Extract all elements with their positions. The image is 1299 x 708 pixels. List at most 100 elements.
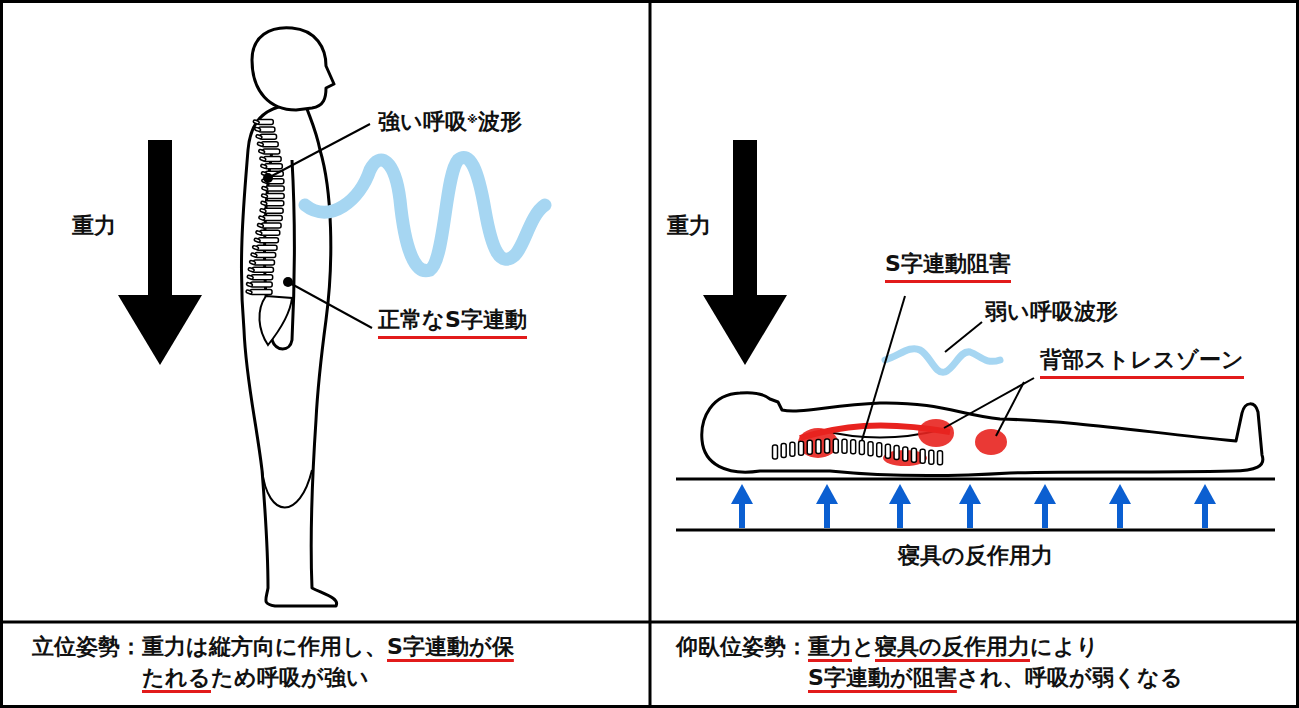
force-label: 重力 xyxy=(72,212,116,241)
vertebra xyxy=(257,223,264,228)
vertebra xyxy=(911,448,916,462)
text-run: S字連動が保 xyxy=(387,634,514,659)
sacrum xyxy=(259,296,292,345)
text-run: 仰臥位姿勢： xyxy=(676,634,808,659)
vertebra xyxy=(260,164,267,169)
vertebra xyxy=(257,245,277,250)
callout-label: 強い呼吸※波形 xyxy=(378,108,522,137)
vertebra xyxy=(254,238,261,243)
text-run: 重力 xyxy=(808,634,852,659)
text-run: 立位姿勢：重力は縦方向に作用し、 xyxy=(32,634,387,659)
arrow-head xyxy=(1194,484,1216,504)
vertebra xyxy=(255,253,276,258)
vertebra xyxy=(263,216,282,221)
vertebra xyxy=(258,216,265,221)
text-run: 波形 xyxy=(478,109,522,134)
arrow-head xyxy=(1109,484,1131,504)
reaction-arrows xyxy=(731,484,1216,528)
text-run: ため呼吸が強い xyxy=(211,665,369,690)
vertebra xyxy=(261,201,268,206)
arrow-head xyxy=(731,484,753,504)
arrow-shaft xyxy=(824,502,830,528)
vertebra xyxy=(254,127,261,132)
vertebra xyxy=(920,449,925,463)
vertebra xyxy=(247,275,254,280)
leader-dot xyxy=(263,173,273,183)
vertebra xyxy=(248,267,255,272)
text-run: され、呼吸が弱くなる xyxy=(957,665,1183,690)
spine xyxy=(773,439,943,465)
text-run: と xyxy=(852,634,875,659)
text-run: ※ xyxy=(467,113,478,126)
vertebra xyxy=(261,193,268,198)
vertebra xyxy=(256,134,263,139)
arrow-head xyxy=(1034,484,1056,504)
arrow-shaft xyxy=(967,502,973,528)
vertebra xyxy=(261,186,268,191)
vertebra xyxy=(257,142,264,147)
gravity-arrow xyxy=(118,140,202,365)
arrow-shaft xyxy=(897,502,903,528)
text-run: 強い呼吸 xyxy=(378,109,467,134)
force-label: 寝具の反作用力 xyxy=(898,542,1053,571)
vertebra xyxy=(799,441,804,455)
vertebra xyxy=(807,440,812,454)
vertebra xyxy=(252,245,259,250)
bedding xyxy=(676,479,1275,530)
vertebra xyxy=(251,275,272,280)
vertebra xyxy=(790,442,795,456)
vertebra xyxy=(264,208,283,213)
vertebra xyxy=(885,444,890,458)
callout-label: 正常なS字連動 xyxy=(378,306,527,339)
vertebra xyxy=(250,282,272,287)
arrow-shaft xyxy=(1042,502,1048,528)
vertebra xyxy=(249,260,256,265)
gravity-arrow xyxy=(703,140,787,365)
vertebra xyxy=(253,120,260,125)
arrow-head xyxy=(889,484,911,504)
vertebra xyxy=(833,439,838,453)
caption-line: S字連動が阻害され、呼吸が弱くなる xyxy=(808,663,1183,694)
lying-figure xyxy=(702,393,1263,476)
caption: 立位姿勢：重力は縦方向に作用し、S字連動が保たれるため呼吸が強い xyxy=(32,632,514,694)
leader-line xyxy=(268,124,372,328)
vertebra xyxy=(266,186,284,191)
divider xyxy=(649,0,652,708)
leader-dot xyxy=(283,277,293,287)
vertebra xyxy=(816,440,821,454)
vertebra xyxy=(851,440,856,454)
text-run: により xyxy=(1030,634,1099,659)
breath-wave xyxy=(885,349,1000,373)
vertebra xyxy=(938,451,943,465)
caption: 仰臥位姿勢：重力と寝具の反作用力により S字連動が阻害され、呼吸が弱くなる xyxy=(676,632,1183,694)
vertebra xyxy=(258,238,278,243)
force-label: 重力 xyxy=(667,212,711,241)
blocked-curve xyxy=(800,425,950,438)
arrow-shaft xyxy=(739,502,745,528)
vertebra xyxy=(260,230,280,235)
vertebra xyxy=(265,201,284,206)
vertebra xyxy=(894,446,899,460)
vertebra xyxy=(251,253,258,258)
arrow-shaft xyxy=(1202,502,1208,528)
divider xyxy=(0,621,1299,624)
vertebra xyxy=(254,260,275,265)
vertebra xyxy=(250,290,272,295)
vertebra xyxy=(256,230,263,235)
vertebra xyxy=(773,445,778,459)
text-run: たれる xyxy=(142,665,211,690)
callout-label: 弱い呼吸波形 xyxy=(985,298,1118,327)
arrow-shaft xyxy=(1117,502,1123,528)
vertebra xyxy=(266,193,285,198)
vertebra xyxy=(246,282,253,287)
vertebra xyxy=(903,447,908,461)
vertebra xyxy=(859,441,864,455)
stress-zone xyxy=(798,419,1007,466)
vertebra xyxy=(259,157,266,162)
vertebra xyxy=(877,443,882,457)
text-run: S字連動が阻害 xyxy=(808,665,957,690)
text-run: 寝具の反作用力 xyxy=(875,634,1030,659)
breath-wave xyxy=(305,157,545,270)
vertebra xyxy=(246,290,253,295)
vertebra xyxy=(258,149,265,154)
